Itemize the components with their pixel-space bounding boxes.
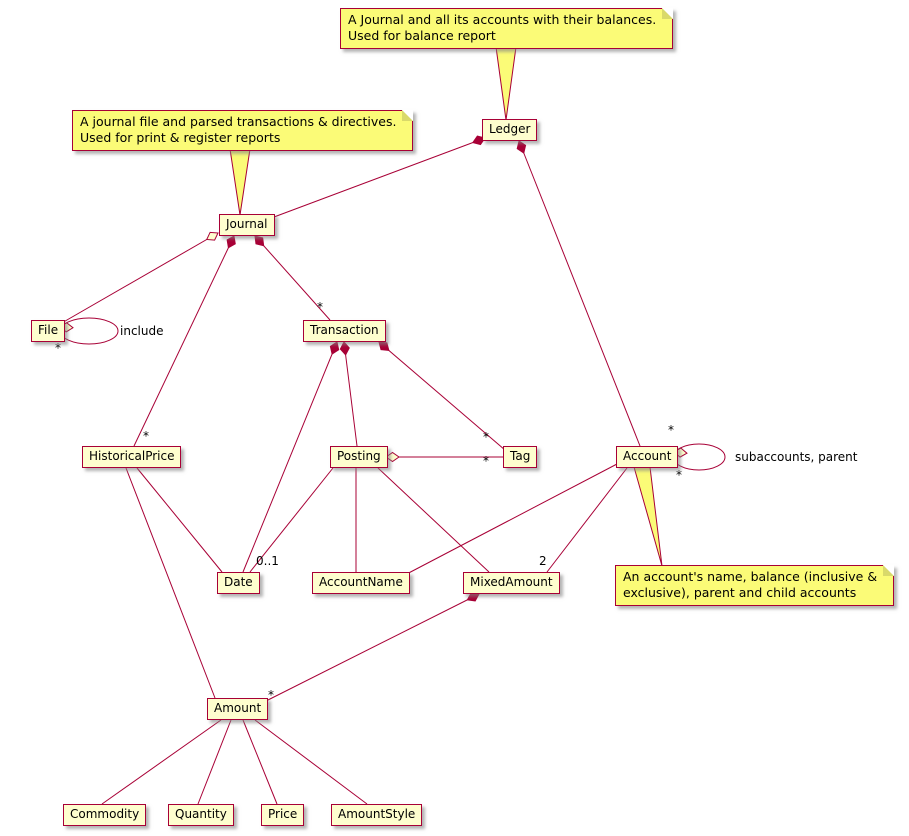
edge-transaction-tag	[378, 341, 506, 451]
class-ledger: Ledger	[482, 119, 538, 141]
edge-posting-date	[249, 467, 334, 573]
edge-transaction-date	[242, 341, 338, 573]
note-connector-account	[633, 466, 663, 567]
note-account: An account's name, balance (inclusive &e…	[615, 565, 895, 606]
note-text-line: Used for balance report	[348, 28, 496, 43]
edge-account-mixedamount	[546, 467, 628, 573]
composition-diamond-ledger-account	[516, 140, 527, 154]
edge-journal-historicalprice	[133, 235, 235, 447]
edge-amount-commodity	[101, 719, 222, 805]
note-ledger: A Journal and all its accounts with thei…	[340, 8, 674, 49]
note-text-line: Used for print & register reports	[80, 130, 281, 145]
class-transaction: Transaction	[303, 320, 386, 342]
composition-diamond-transaction-date	[329, 341, 340, 355]
composition-diamond-journal-historicalprice	[226, 235, 236, 249]
edge-historicalprice-amount	[125, 467, 216, 699]
edge-journal-file	[59, 232, 219, 325]
composition-diamond-ledger-journal	[472, 135, 486, 146]
multiplicity-mixedamount-amount: *	[268, 688, 274, 702]
edge-amount-quantity	[197, 719, 232, 805]
edge-account-accountname	[400, 463, 618, 578]
self-loop-multiplicity-account: *	[676, 468, 682, 482]
class-mixedamount: MixedAmount	[463, 572, 560, 594]
edge-posting-mixedamount	[377, 467, 490, 573]
multiplicity-ledger-account: *	[668, 423, 674, 437]
self-loop-label-file: include	[120, 324, 163, 338]
edge-ledger-journal	[265, 137, 486, 221]
composition-diamond-transaction-tag	[378, 341, 390, 352]
edge-amount-price	[242, 719, 278, 805]
edge-mixedamount-amount	[263, 593, 480, 703]
note-journal: A journal file and parsed transactions &…	[72, 110, 414, 151]
self-loop-multiplicity-file: *	[55, 341, 61, 355]
aggregation-diamond-posting-tag	[385, 451, 400, 463]
composition-diamond-mixedamount-amount	[466, 592, 480, 602]
note-text-line: A Journal and all its accounts with thei…	[348, 12, 657, 27]
edge-journal-transaction	[254, 235, 331, 321]
note-text-line: exclusive), parent and child accounts	[623, 585, 857, 600]
edge-amount-amountstyle	[254, 719, 368, 805]
class-account: Account	[616, 446, 679, 468]
class-accountname: AccountName	[312, 572, 410, 594]
composition-diamond-transaction-posting	[339, 341, 350, 356]
multiplicity-journal-historicalprice: *	[143, 429, 149, 443]
class-journal: Journal	[219, 214, 275, 236]
aggregation-diamond-journal-file	[205, 231, 219, 241]
multiplicity-posting-date: 0..1	[256, 554, 279, 568]
class-posting: Posting	[330, 446, 388, 468]
class-amountstyle: AmountStyle	[331, 804, 423, 826]
class-file: File	[31, 320, 66, 342]
note-connector-journal	[229, 148, 251, 216]
edge-transaction-posting	[343, 341, 358, 447]
class-tag: Tag	[503, 446, 538, 468]
composition-diamond-journal-transaction	[254, 235, 265, 247]
note-connector-ledger	[495, 46, 517, 121]
class-quantity: Quantity	[168, 804, 234, 826]
note-text-line: An account's name, balance (inclusive &	[623, 569, 878, 584]
note-text-line: A journal file and parsed transactions &…	[80, 114, 397, 129]
self-loop-label-account: subaccounts, parent	[735, 450, 858, 464]
edge-ledger-account	[518, 140, 641, 447]
class-historicalprice: HistoricalPrice	[82, 446, 182, 468]
class-date: Date	[217, 572, 260, 594]
edge-historicalprice-date	[136, 467, 223, 573]
class-amount: Amount	[207, 698, 269, 720]
class-commodity: Commodity	[63, 804, 147, 826]
multiplicity-transaction-tag: *	[483, 430, 489, 444]
multiplicity-account-mixedamount: 2	[539, 554, 547, 568]
multiplicity-journal-transaction: *	[317, 300, 323, 314]
multiplicity-posting-tag: *	[483, 454, 489, 468]
class-price: Price	[261, 804, 305, 826]
self-loop-file	[59, 317, 119, 345]
